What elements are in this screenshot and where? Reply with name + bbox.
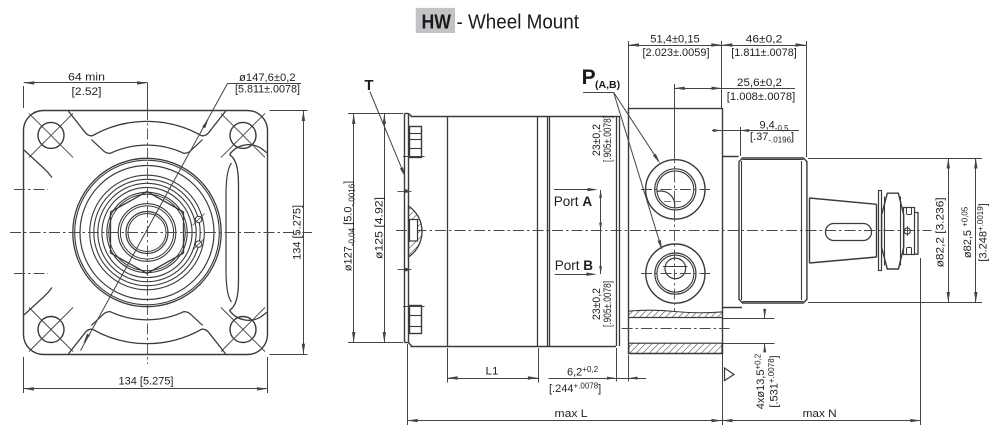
svg-text:(A,B): (A,B) [595,79,620,91]
svg-text:Port B: Port B [555,258,594,273]
svg-text:ø147,6±0,2: ø147,6±0,2 [239,72,296,84]
svg-text:[5.811±.0078]: [5.811±.0078] [235,84,300,96]
svg-text:T: T [364,77,373,94]
svg-text:HW: HW [422,10,452,33]
svg-text:ø125 [4.92]: ø125 [4.92] [373,197,385,259]
svg-text:Port A: Port A [554,194,593,209]
svg-text:25,6±0,2: 25,6±0,2 [737,77,782,89]
svg-text:64 min: 64 min [68,72,105,84]
svg-text:L1: L1 [486,366,499,378]
svg-text:max N: max N [803,408,837,420]
svg-text:46±0,2: 46±0,2 [746,33,783,45]
svg-text:[2.52]: [2.52] [72,86,102,98]
svg-text:51,4±0,15: 51,4±0,15 [650,33,700,45]
svg-text:P: P [582,66,596,89]
svg-text:[.905±.0078]: [.905±.0078] [602,281,614,327]
svg-text:max L: max L [555,408,588,420]
svg-text:23±0,2: 23±0,2 [591,124,603,156]
svg-text:[2.023±.0059]: [2.023±.0059] [643,47,710,59]
svg-text:134 [5.275]: 134 [5.275] [119,375,174,387]
svg-text:134 [5.275]: 134 [5.275] [292,205,304,260]
svg-text:[.905±.0078]: [.905±.0078] [602,116,614,162]
svg-text:23±0,2: 23±0,2 [591,288,603,320]
svg-text:ø82,2 [3.236]: ø82,2 [3.236] [934,197,946,267]
svg-text:[1.008±.0078]: [1.008±.0078] [727,91,796,103]
svg-text:[1.811±.0078]: [1.811±.0078] [731,47,797,59]
svg-text:- Wheel Mount: - Wheel Mount [457,10,580,33]
